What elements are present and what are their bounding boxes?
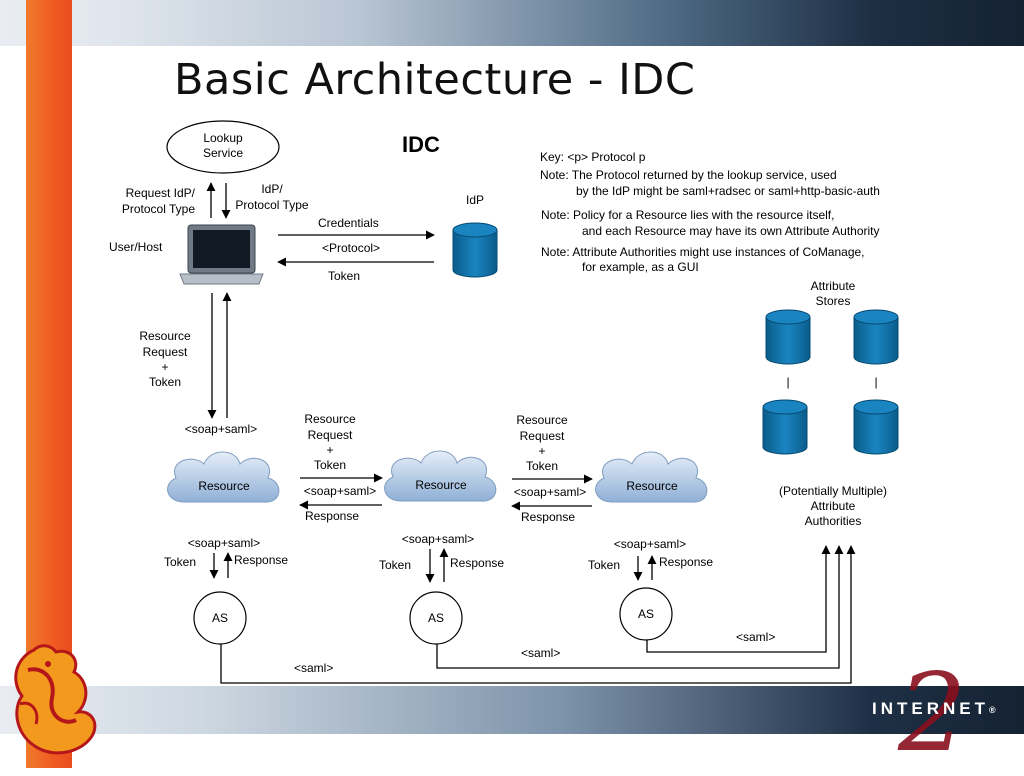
response-label: Response <box>659 555 713 569</box>
svg-text:+: + <box>538 444 545 458</box>
idp-label: IdP <box>466 193 484 207</box>
attribute-store-icon <box>853 399 899 455</box>
svg-text:Token: Token <box>526 459 558 473</box>
svg-text:AS: AS <box>212 611 228 625</box>
as-node-3: AS <box>619 587 673 641</box>
svg-text:Resource: Resource <box>304 412 356 426</box>
svg-text:Token: Token <box>314 458 346 472</box>
internet2-numeral-logo: 2 <box>898 651 967 776</box>
user-host-label: User/Host <box>109 240 163 254</box>
saml-label: <saml> <box>736 630 775 644</box>
resource-request-label: Resource Request + Token <box>139 329 191 389</box>
resource-node-3: Resource <box>595 451 708 503</box>
soap-saml-label: <soap+saml> <box>402 532 474 546</box>
request-idp-label: Protocol Type <box>122 202 195 216</box>
svg-text:AS: AS <box>428 611 444 625</box>
left-accent-bar <box>26 0 72 768</box>
soap-saml-label: <soap+saml> <box>514 485 586 499</box>
svg-text:Request: Request <box>143 345 188 359</box>
lookup-label: Lookup <box>203 131 243 145</box>
internet2-logo-text: INTERNET <box>872 699 989 718</box>
slide-title: Basic Architecture - IDC <box>174 55 696 105</box>
response-label: Response <box>234 553 288 567</box>
key-line: Note: The Protocol returned by the looku… <box>540 168 837 182</box>
as-node-2: AS <box>409 591 463 645</box>
key-line: by the IdP might be saml+radsec or saml+… <box>576 184 880 198</box>
response-label: Response <box>305 509 359 523</box>
separator-mark: | <box>786 375 789 389</box>
svg-text:(Potentially Multiple): (Potentially Multiple) <box>779 484 887 498</box>
attribute-store-icon <box>762 399 808 455</box>
idp-protocol-label: Protocol Type <box>235 198 308 212</box>
token-label: Token <box>588 558 620 572</box>
attribute-authorities-label: (Potentially Multiple) Attribute Authori… <box>779 484 887 528</box>
soap-saml-label: <soap+saml> <box>614 537 686 551</box>
attribute-stores-label: Attribute <box>811 279 856 293</box>
soap-saml-label: <soap+saml> <box>185 422 257 436</box>
resource-node-2: Resource <box>384 450 497 502</box>
bottom-banner <box>0 686 1024 734</box>
token-label: Token <box>379 558 411 572</box>
soap-saml-label: <soap+saml> <box>304 484 376 498</box>
saml-path-as-2 <box>436 545 844 669</box>
key-line: Key: <p> Protocol p <box>540 150 646 164</box>
token-label: Token <box>328 269 360 283</box>
credentials-label: Credentials <box>318 216 379 230</box>
svg-text:Resource: Resource <box>198 479 250 493</box>
saml-label: <saml> <box>521 646 560 660</box>
svg-text:Resource: Resource <box>139 329 191 343</box>
svg-text:Authorities: Authorities <box>805 514 862 528</box>
registered-mark: ® <box>989 705 996 715</box>
token-label: Token <box>164 555 196 569</box>
attribute-stores-label: Stores <box>816 294 851 308</box>
soap-saml-label: <soap+saml> <box>188 536 260 550</box>
resource-request-label: Resource Request + Token <box>516 413 568 473</box>
svg-text:Request: Request <box>520 429 565 443</box>
svg-text:AS: AS <box>638 607 654 621</box>
separator-mark: | <box>874 375 877 389</box>
svg-text:Resource: Resource <box>415 478 467 492</box>
internet2-logo: INTERNET® <box>872 699 996 719</box>
svg-text:Attribute: Attribute <box>811 499 856 513</box>
lookup-service-node: Lookup Service <box>166 120 280 174</box>
top-banner <box>0 0 1024 46</box>
response-label: Response <box>450 556 504 570</box>
griffin-logo <box>14 644 97 755</box>
key-notes: Key: <p> Protocol p Note: The Protocol r… <box>540 150 880 274</box>
saml-path-as-1 <box>220 545 856 684</box>
lookup-label: Service <box>203 146 243 160</box>
saml-path-as-3 <box>646 545 831 653</box>
key-line: Note: Policy for a Resource lies with th… <box>541 208 834 222</box>
key-line: and each Resource may have its own Attri… <box>582 224 880 238</box>
svg-text:Resource: Resource <box>516 413 568 427</box>
svg-text:Request: Request <box>308 428 353 442</box>
svg-text:Token: Token <box>149 375 181 389</box>
key-line: for example, as a GUI <box>582 260 699 274</box>
idp-database-icon <box>452 222 498 278</box>
saml-label: <saml> <box>294 661 333 675</box>
as-node-1: AS <box>193 591 247 645</box>
idp-protocol-label: IdP/ <box>261 182 283 196</box>
response-label: Response <box>521 510 575 524</box>
resource-node-1: Resource <box>167 451 280 503</box>
svg-text:+: + <box>161 360 168 374</box>
protocol-label: <Protocol> <box>322 241 380 255</box>
attribute-store-icon <box>853 309 899 365</box>
laptop-icon <box>179 224 264 285</box>
svg-text:Resource: Resource <box>626 479 678 493</box>
diagram-heading: IDC <box>402 132 440 157</box>
request-idp-label: Request IdP/ <box>126 186 196 200</box>
svg-text:+: + <box>326 443 333 457</box>
attribute-store-icon <box>765 309 811 365</box>
key-line: Note: Attribute Authorities might use in… <box>541 245 865 259</box>
resource-request-label: Resource Request + Token <box>304 412 356 472</box>
